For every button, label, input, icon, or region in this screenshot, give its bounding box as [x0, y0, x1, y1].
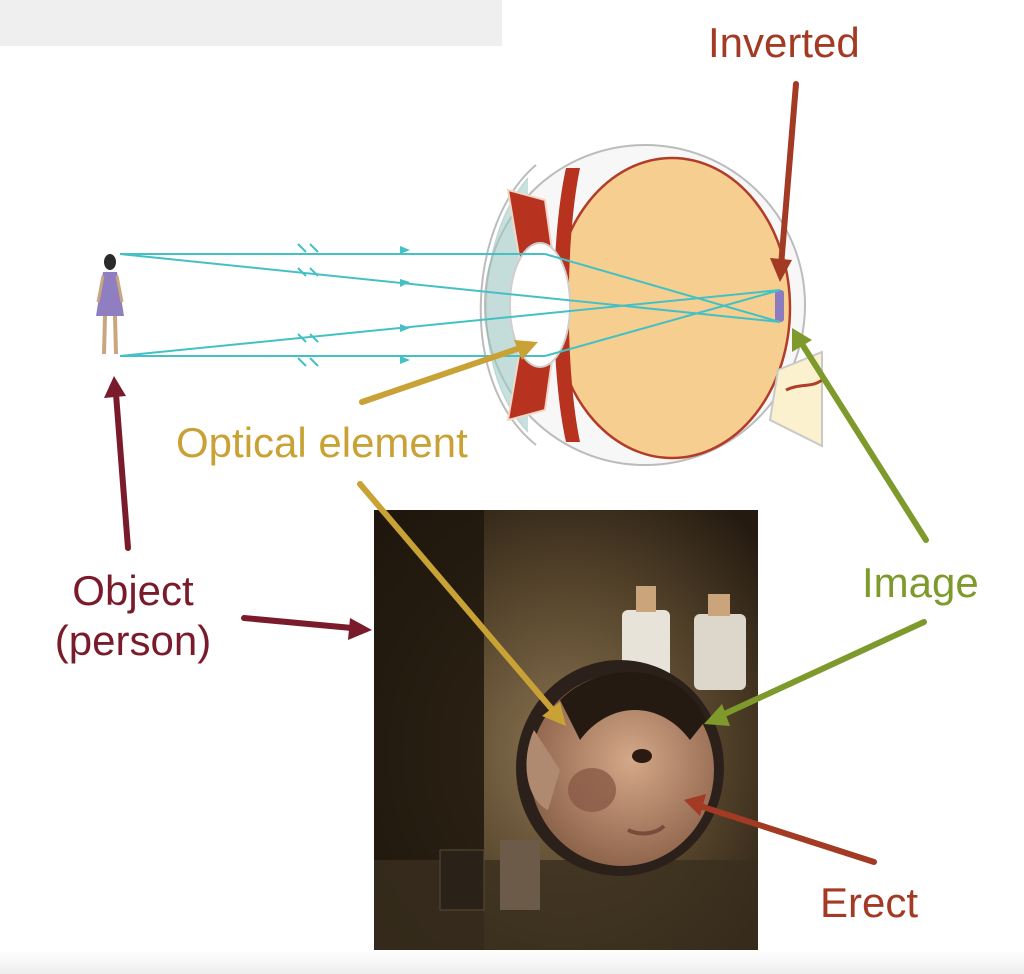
label-image: Image: [862, 559, 979, 606]
arrowheads: [104, 258, 812, 816]
label-object: Object (person): [38, 566, 228, 667]
mirror-photo: [374, 510, 758, 950]
ray-arrowheads: [400, 246, 410, 364]
label-object-line2: (person): [54, 617, 212, 665]
annotation-arrows: [113, 81, 929, 865]
bottom-bar: [0, 950, 1024, 974]
label-inverted: Inverted: [708, 19, 860, 66]
eye-cross-section-icon: [479, 144, 823, 466]
label-erect: Erect: [820, 879, 919, 926]
top-bar: [0, 0, 502, 46]
light-rays: [119, 243, 781, 367]
label-object-line1: Object: [72, 567, 194, 614]
label-optical-element: Optical element: [176, 419, 468, 466]
standing-person-icon: [96, 254, 124, 355]
